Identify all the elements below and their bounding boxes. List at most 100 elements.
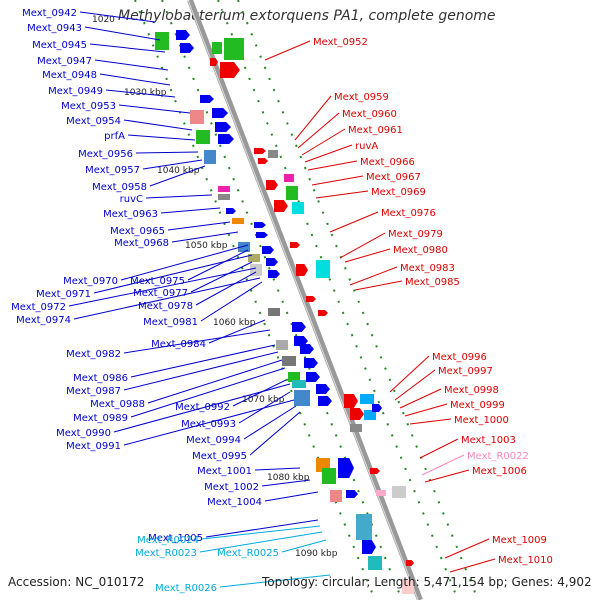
gene-label: Mext_0970 [63, 276, 118, 287]
leader-line [142, 159, 203, 170]
leader-line [329, 211, 379, 233]
gene-feature-block [294, 390, 310, 406]
gene-label: Mext_0985 [405, 277, 460, 288]
gene-feature-block [290, 242, 300, 248]
gene-feature-block [226, 208, 236, 214]
leader-line [127, 134, 196, 141]
gene-feature-block [232, 218, 244, 224]
leader-line [118, 104, 191, 114]
gene-features [155, 30, 414, 594]
leader-line [123, 351, 279, 391]
gene-feature-block [364, 410, 376, 420]
gene-feature-block [248, 254, 260, 262]
gene-label: Mext_0972 [11, 302, 66, 313]
gene-feature-block [262, 246, 274, 254]
leader-line [294, 95, 332, 141]
gene-feature-block [155, 32, 169, 50]
gene-label: Mext_0966 [360, 157, 415, 168]
gene-label: Mext_0976 [381, 208, 436, 219]
gene-feature-block [220, 62, 240, 78]
leader-line [94, 59, 169, 71]
leader-line [315, 190, 369, 199]
leader-line [79, 11, 156, 23]
leader-line [424, 469, 470, 483]
leader-line [123, 119, 193, 131]
gene-feature-block [286, 186, 298, 200]
gene-label: Mext_0952 [313, 37, 368, 48]
leader-line [344, 248, 391, 263]
gene-label: Mext_R0024 [137, 535, 199, 546]
leader-line [89, 43, 166, 53]
gene-feature-block [196, 130, 210, 144]
gene-label: Mext_0983 [400, 263, 455, 274]
leader-line [187, 249, 249, 281]
leader-line [311, 175, 364, 186]
gene-label: Mext_1002 [204, 482, 259, 493]
gene-feature-block [276, 340, 288, 350]
gene-feature-block [212, 108, 228, 118]
gene-label: Mext_0945 [32, 40, 87, 51]
gene-label: Mext_0980 [393, 245, 448, 256]
gene-label: Mext_0991 [66, 441, 121, 452]
gene-label: Mext_1001 [197, 466, 252, 477]
leader-line [135, 151, 199, 154]
leader-line [232, 379, 287, 407]
leader-line [301, 128, 346, 156]
gene-feature-block [212, 42, 222, 54]
gene-label: Mext_0988 [90, 399, 145, 410]
gene-feature-block [210, 58, 218, 66]
gene-feature-block [316, 260, 330, 278]
leader-line [349, 266, 398, 286]
tick-label: 1020 [92, 15, 115, 25]
leader-line [99, 73, 171, 86]
gene-feature-block [268, 308, 280, 316]
gene-feature-block [346, 490, 358, 498]
gene-feature-block [224, 38, 244, 60]
gene-label: Mext_0997 [438, 366, 493, 377]
left-gene-labels: Mext_0942Mext_0943Mext_0945Mext_0947Mext… [11, 8, 279, 594]
tick-label: 1050 kbp [185, 241, 228, 251]
leader-line [297, 112, 340, 149]
gene-label: Mext_0996 [432, 352, 487, 363]
gene-label: Mext_0947 [37, 56, 92, 67]
gene-feature-block [282, 356, 296, 366]
gene-label: Mext_0978 [138, 301, 193, 312]
gene-label: Mext_1010 [498, 555, 553, 566]
right-leader-lines [264, 40, 496, 573]
gene-feature-block [250, 264, 262, 276]
gene-label: Mext_1005 [148, 533, 203, 544]
gene-feature-block [256, 232, 268, 238]
leader-line [243, 405, 297, 440]
gene-label: Mext_0960 [342, 109, 397, 120]
leader-line [444, 538, 490, 559]
gene-feature-block [258, 158, 268, 164]
gene-feature-block [392, 486, 406, 498]
gene-label: Mext_0958 [92, 182, 147, 193]
leader-line [171, 231, 239, 243]
leader-line [304, 144, 353, 163]
gene-feature-block [294, 336, 308, 346]
gene-feature-block [268, 150, 278, 158]
gene-label: Mext_0984 [151, 339, 206, 350]
gene-label: Mext_R0023 [135, 548, 197, 559]
leader-line [73, 277, 261, 320]
gene-feature-block [318, 396, 332, 406]
tick-label: 1090 kbp [295, 549, 338, 559]
leader-line [130, 367, 286, 418]
gene-feature-block [362, 540, 376, 554]
gene-feature-block [200, 95, 214, 103]
leader-line [307, 160, 358, 171]
gene-feature-block [318, 310, 328, 316]
leader-line [68, 267, 257, 307]
gene-feature-block [344, 394, 358, 408]
leader-line [354, 280, 403, 291]
gene-label: Mext_0953 [61, 101, 116, 112]
gene-label: Mext_0948 [42, 70, 97, 81]
gene-feature-block [350, 424, 362, 432]
right-gene-labels: Mext_0952Mext_0959Mext_0960Mext_0961ruvA… [313, 37, 553, 566]
left-leader-lines [68, 11, 331, 588]
leader-line [93, 254, 253, 294]
gene-label: Mext_0943 [27, 23, 82, 34]
gene-label: Mext_0982 [66, 349, 121, 360]
